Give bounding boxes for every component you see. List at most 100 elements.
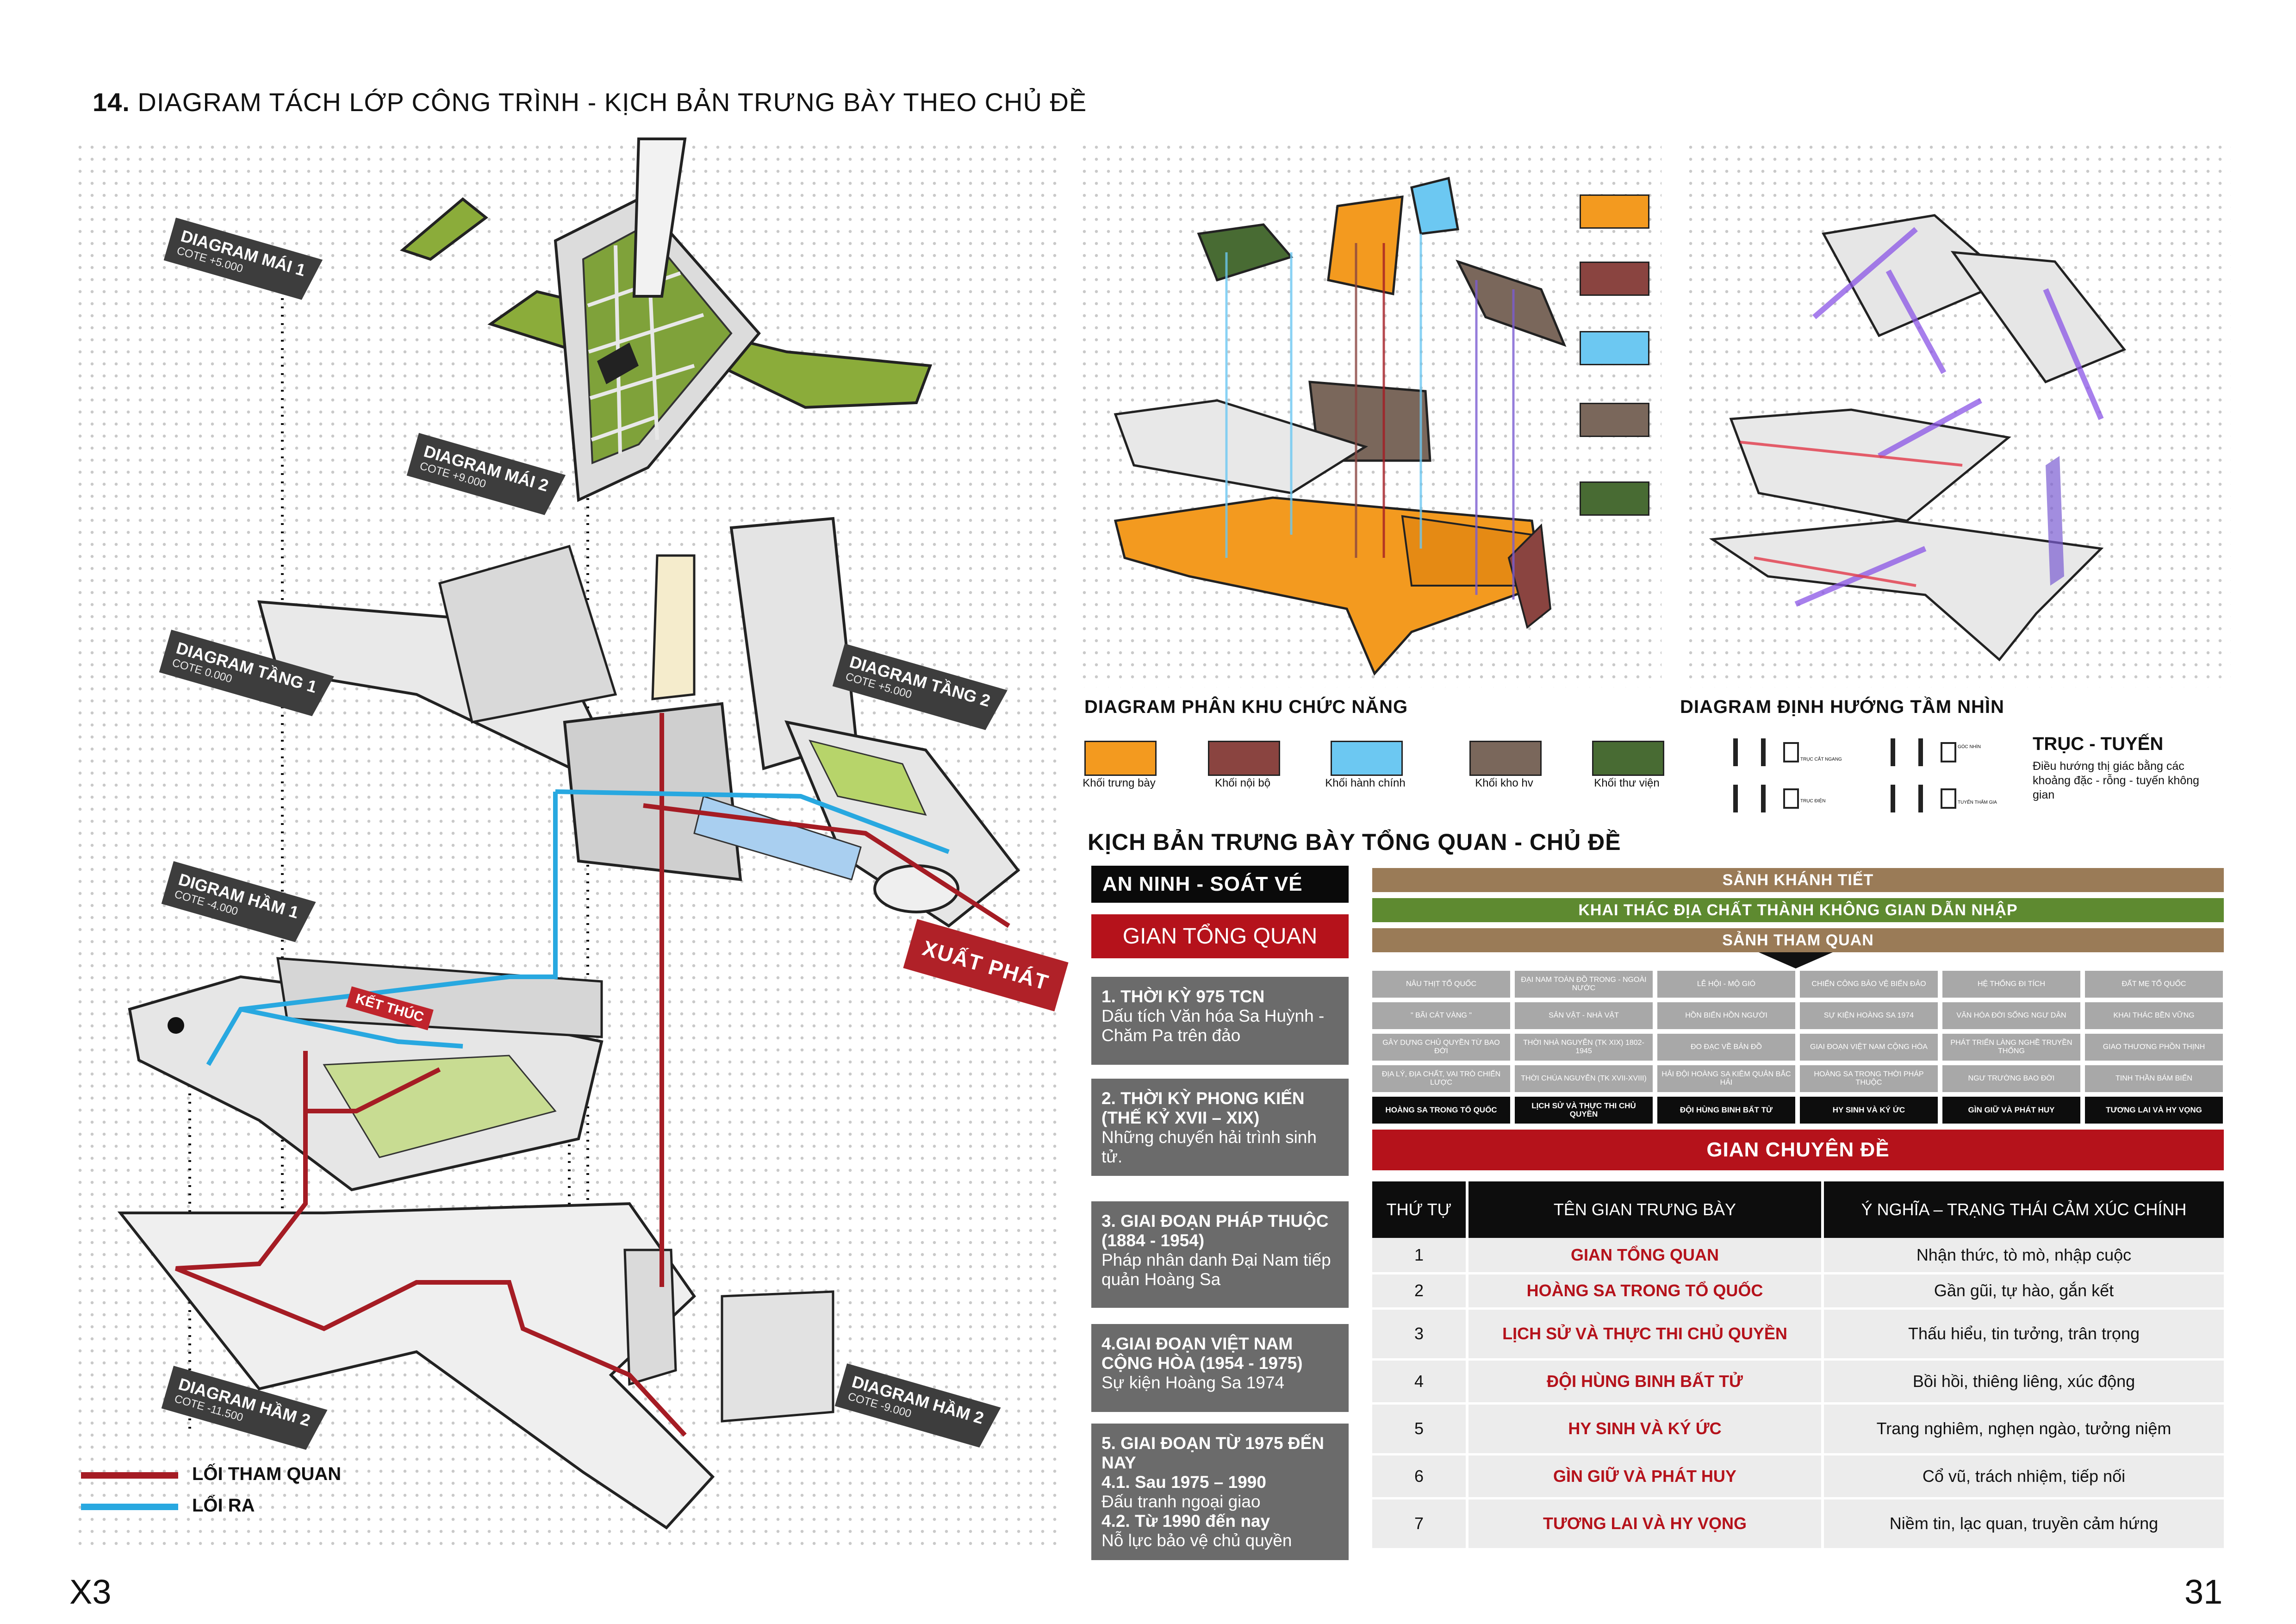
exploded-axonometric-drawing [117, 137, 1020, 1530]
theme-cell: ĐẠI NAM TOÀN ĐỒ TRONG - NGOÀI NƯỚC [1515, 971, 1653, 998]
zone-label-storage: Khối kho hv [1475, 777, 1533, 789]
scenario-title: KỊCH BẢN TRƯNG BÀY TỔNG QUAN - CHỦ ĐỀ [1088, 829, 1621, 855]
overview-header: GIAN TỔNG QUAN [1091, 914, 1349, 958]
exit-route [206, 789, 950, 1066]
zone-key-admin [1580, 331, 1649, 365]
table-cell-name: GIAN TỔNG QUAN [1466, 1238, 1823, 1274]
table-cell-name: HOÀNG SA TRONG TỔ QUỐC [1466, 1273, 1823, 1310]
zone-key-library [1580, 481, 1649, 516]
theme-cell: LỄ HỘI - MỘ GIÓ [1657, 971, 1795, 998]
table-cell-order: 3 [1372, 1308, 1467, 1361]
zone-label-internal: Khối nội bộ [1214, 777, 1271, 789]
theme-cell: ĐỊA LÝ, ĐỊA CHẤT, VAI TRÒ CHIẾN LƯỢC [1372, 1065, 1510, 1092]
bar-reception-hall: SẢNH KHÁNH TIẾT [1372, 868, 2224, 892]
vision-direction-drawing [1709, 214, 2127, 662]
exhibition-table: THỨ TỰ TÊN GIAN TRƯNG BÀY Ý NGHĨA – TRẠN… [1372, 1181, 2224, 1550]
theme-cell: HỒN BIỂN HỒN NGƯỜI [1657, 1002, 1795, 1029]
footer-left: X3 [69, 1573, 112, 1611]
table-cell-meaning: Bồi hồi, thiêng liêng, xúc động [1821, 1359, 2224, 1405]
theme-cell: NÂU THỊT TỔ QUỐC [1372, 971, 1510, 998]
theme-cell: GIAI ĐOẠN VIỆT NAM CỘNG HÒA [1800, 1034, 1938, 1061]
function-diagram-title: DIAGRAM PHÂN KHU CHỨC NĂNG [1084, 697, 1408, 717]
theme-cell: CHIẾN CÔNG BẢO VỆ BIỂN ĐẢO [1800, 971, 1938, 998]
theme-cell: HOÀNG SA TRONG THỜI PHÁP THUỘC [1800, 1065, 1938, 1092]
axis-title: TRỤC - TUYẾN [2033, 734, 2164, 754]
table-cell-name: HY SINH VÀ KÝ ỨC [1466, 1403, 1823, 1455]
theme-cell: GÂY DỰNG CHỦ QUYỀN TỪ BAO ĐỜI [1372, 1034, 1510, 1061]
zone-swatch-library [1592, 741, 1664, 776]
theme-cell: HỆ THỐNG ĐI TÍCH [1942, 971, 2080, 998]
visit-route [175, 713, 1010, 1437]
theme-cell: KHAI THÁC BỀN VỮNG [2085, 1002, 2223, 1029]
table-cell-order: 7 [1372, 1498, 1467, 1550]
theme-cell: PHÁT TRIỂN LÀNG NGHỀ TRUYỀN THỐNG [1942, 1034, 2080, 1061]
table-cell-meaning: Trang nghiêm, nghẹn ngào, tưởng niệm [1821, 1403, 2224, 1455]
zone-label-library: Khối thư viện [1594, 777, 1660, 789]
table-cell-meaning: Cổ vũ, trách nhiệm, tiếp nối [1821, 1454, 2224, 1499]
vision-icon-label-4: TUYẾN THẨM GIA [1958, 800, 1997, 805]
page-number: 31 [2184, 1573, 2223, 1611]
period-4: 4.GIAI ĐOẠN VIỆT NAM CỘNG HÒA (1954 - 19… [1091, 1324, 1349, 1412]
special-hall-header: GIAN CHUYÊN ĐỀ [1372, 1130, 2224, 1170]
legend-label-visit: LỐI THAM QUAN [192, 1464, 342, 1484]
period-2: 2. THỜI KỲ PHONG KIẾN (THẾ KỶ XVII – XIX… [1091, 1079, 1349, 1176]
theme-cell: GÌN GIỮ VÀ PHÁT HUY [1942, 1097, 2080, 1124]
table-cell-name: ĐỘI HÙNG BINH BẤT TỬ [1466, 1359, 1823, 1405]
theme-cell: ĐO ĐẠC VỀ BẢN ĐỒ [1657, 1034, 1795, 1061]
theme-cell: THỜI CHÚA NGUYỄN (TK XVII-XVIII) [1515, 1065, 1653, 1092]
zone-label-exhibition: Khối trưng bày [1083, 777, 1156, 789]
theme-cell: ĐỘI HÙNG BINH BẤT TỬ [1657, 1097, 1795, 1124]
table-cell-meaning: Thấu hiểu, tin tưởng, trân trọng [1821, 1308, 2224, 1361]
zone-key-storage [1580, 403, 1649, 437]
theme-cell: TINH THẦN BÁM BIỂN [2085, 1065, 2223, 1092]
roof-2 [554, 137, 761, 502]
zone-swatch-exhibition [1084, 741, 1157, 776]
theme-cell: SỰ KIỆN HOÀNG SA 1974 [1800, 1002, 1938, 1029]
zone-swatch-storage [1469, 741, 1542, 776]
period-3: 3. GIAI ĐOẠN PHÁP THUỘC (1884 - 1954)Phá… [1091, 1201, 1349, 1308]
legend-label-exit: LỐI RA [192, 1495, 255, 1516]
theme-cell: SẢN VẬT - NHÀ VẬT [1515, 1002, 1653, 1029]
table-header-name: TÊN GIAN TRƯNG BÀY [1466, 1181, 1823, 1238]
theme-cell: VĂN HÓA ĐỜI SỐNG NGƯ DÂN [1942, 1002, 2080, 1029]
legend-swatch-visit [81, 1472, 178, 1479]
theme-cell: HẢI ĐỘI HOÀNG SA KIÊM QUẢN BẮC HẢI [1657, 1065, 1795, 1092]
zone-key-internal [1580, 262, 1649, 296]
theme-cell: THỜI NHÀ NGUYỄN (TK XIX) 1802-1945 [1515, 1034, 1653, 1061]
zone-swatch-internal [1208, 741, 1280, 776]
table-cell-name: GÌN GIỮ VÀ PHÁT HUY [1466, 1454, 1823, 1499]
vision-diagram-title: DIAGRAM ĐỊNH HƯỚNG TẦM NHÌN [1680, 697, 2004, 717]
table-header-meaning: Ý NGHĨA – TRẠNG THÁI CẢM XÚC CHÍNH [1821, 1181, 2224, 1238]
vision-legend-icons [1733, 738, 1956, 812]
table-header-order: THỨ TỰ [1372, 1181, 1467, 1238]
vision-icon-label-1: TRỤC CẮT NGANG [1800, 757, 1842, 762]
zone-label-admin: Khối hành chính [1325, 777, 1406, 789]
table-cell-meaning: Gần gũi, tự hào, gắn kết [1821, 1273, 2224, 1310]
table-cell-order: 6 [1372, 1454, 1467, 1499]
vision-icon-label-3: TRỤC ĐIỆN [1800, 799, 1826, 804]
vision-icon-label-2: GÓC NHÌN [1958, 744, 1981, 750]
security-header: AN NINH - SOÁT VÉ [1091, 866, 1349, 903]
table-cell-order: 5 [1372, 1403, 1467, 1455]
zone-key-exhibition [1580, 194, 1649, 229]
axis-description: Điều hướng thị giác bằng các khoảng đặc … [2033, 760, 2199, 801]
down-arrow-icon [1759, 952, 1833, 968]
table-cell-order: 1 [1372, 1238, 1467, 1274]
theme-cell: GIAO THƯƠNG PHỒN THỊNH [2085, 1034, 2223, 1061]
theme-cell: HY SINH VÀ KÝ ỨC [1800, 1097, 1938, 1124]
legend-swatch-exit [81, 1504, 178, 1510]
table-cell-name: TƯƠNG LAI VÀ HY VỌNG [1466, 1498, 1823, 1550]
table-cell-order: 2 [1372, 1273, 1467, 1310]
theme-cell: " BÃI CÁT VÀNG " [1372, 1002, 1510, 1029]
floor-1-2 [257, 517, 1020, 928]
zone-swatch-admin [1331, 741, 1403, 776]
